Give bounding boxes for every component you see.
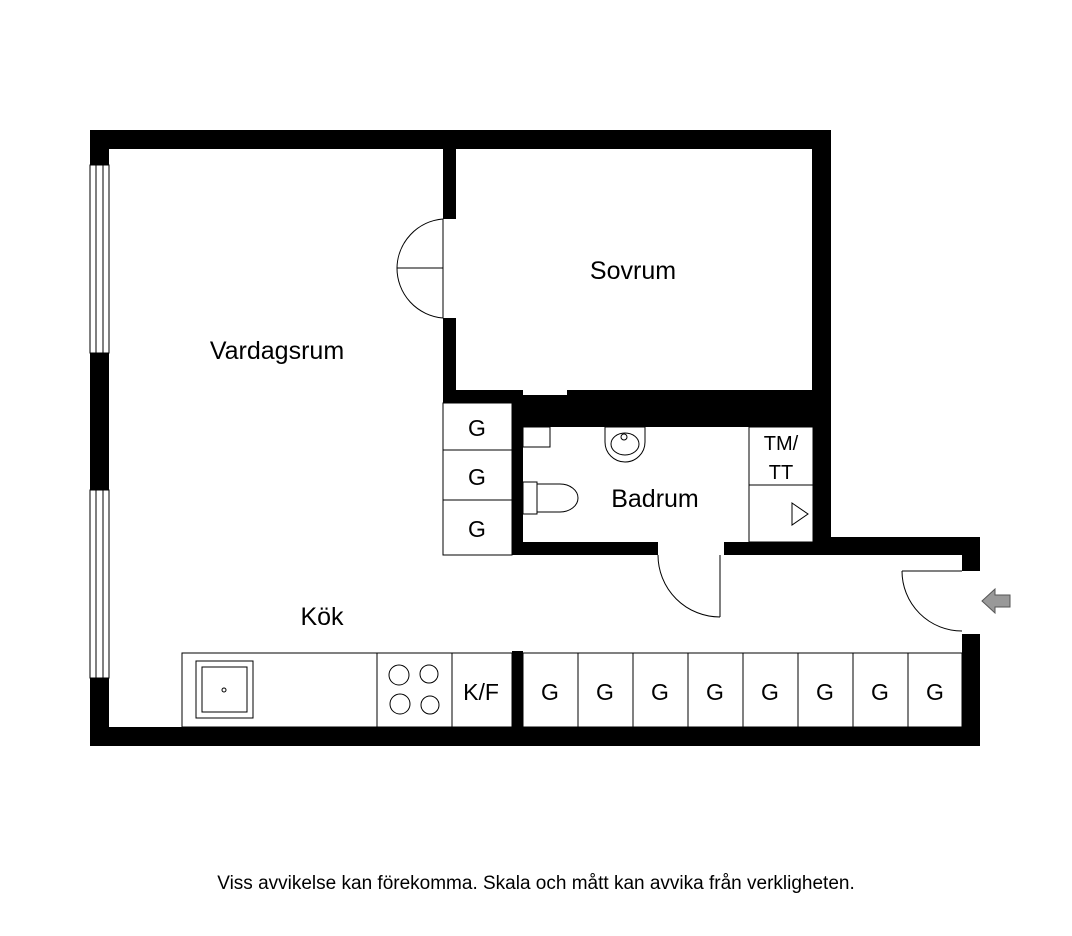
room-label-vardagsrum: Vardagsrum	[210, 337, 344, 365]
washer-arrow-icon	[791, 502, 809, 526]
entrance-arrow-icon	[981, 587, 1011, 615]
windows	[89, 164, 110, 679]
interior-walls	[443, 149, 813, 746]
wardrobe-label: G	[871, 679, 889, 705]
wardrobe-column	[442, 402, 513, 556]
wardrobe-label: G	[468, 464, 486, 490]
wardrobe-label: G	[761, 679, 779, 705]
stove-icon	[388, 664, 440, 715]
disclaimer-text: Viss avvikelse kan förekomma. Skala och …	[217, 873, 855, 894]
toilet-tank-icon	[522, 481, 538, 515]
fridge-freezer-label: K/F	[463, 679, 499, 705]
room-label-sovrum: Sovrum	[590, 257, 676, 285]
wardrobe-label: G	[596, 679, 614, 705]
entrance-door[interactable]	[901, 570, 963, 632]
toilet-bowl-icon	[536, 483, 579, 513]
wardrobe-label: G	[926, 679, 944, 705]
hallway-wardrobes	[522, 652, 963, 728]
bathroom-door[interactable]	[657, 554, 721, 618]
bedroom-double-door[interactable]	[396, 218, 444, 319]
wardrobe-label: G	[541, 679, 559, 705]
dryer-label: TT	[769, 462, 793, 484]
room-label-badrum: Badrum	[611, 485, 699, 513]
wardrobe-label: G	[706, 679, 724, 705]
room-label-kok: Kök	[300, 603, 344, 631]
wardrobe-label: G	[468, 516, 486, 542]
wardrobe-label: G	[468, 415, 486, 441]
wardrobe-label: G	[651, 679, 669, 705]
wardrobe-label: G	[816, 679, 834, 705]
outer-walls	[90, 130, 980, 746]
bathroom-fixtures	[522, 426, 814, 543]
washer-label: TM/	[764, 433, 799, 455]
kitchen-counter	[181, 652, 513, 728]
